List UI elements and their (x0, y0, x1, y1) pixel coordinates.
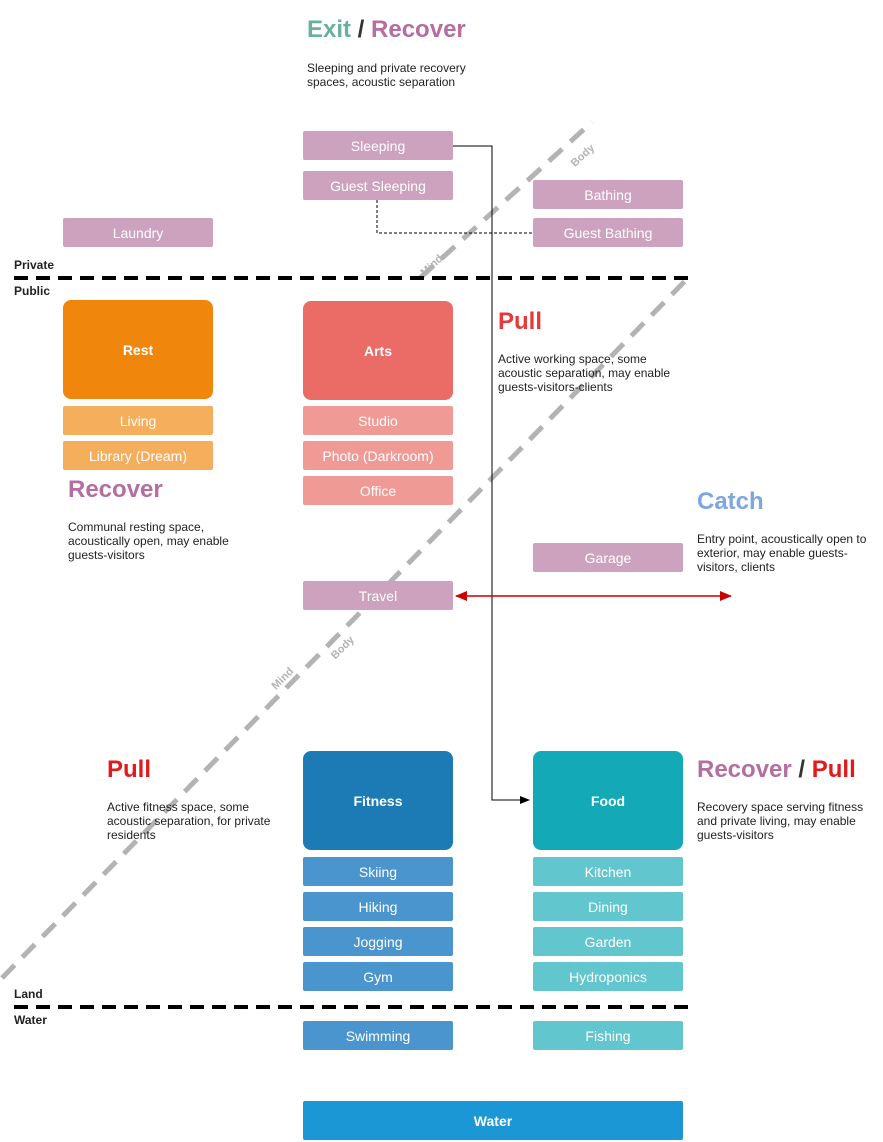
kitchen-box: Kitchen (533, 857, 683, 886)
sleeping-to-food-connector (453, 145, 530, 804)
pull-arts-heading: Pull (498, 308, 543, 335)
recover-pull-heading: Recover / Pull (697, 756, 856, 784)
zone-label-land: Land (14, 987, 43, 1001)
jogging-box: Jogging (303, 927, 453, 956)
gym-box: Gym (303, 962, 453, 991)
recover-pull-recover-text: Recover (697, 756, 792, 783)
hydroponics-box: Hydroponics (533, 962, 683, 991)
rest-box: Rest (63, 300, 213, 399)
office-box: Office (303, 476, 453, 505)
exit-text: Exit (307, 16, 352, 43)
fishing-box: Fishing (533, 1021, 683, 1050)
skiing-box: Skiing (303, 857, 453, 886)
zone-label-public: Public (14, 284, 51, 298)
library-box: Library (Dream) (63, 441, 213, 470)
recover-rest-heading: Recover (68, 476, 163, 503)
fitness-box: Fitness (303, 751, 453, 850)
exit-recover-separator: / (351, 16, 372, 43)
travel-box: Travel (303, 581, 453, 610)
laundry-box: Laundry (63, 218, 213, 247)
hiking-box: Hiking (303, 892, 453, 921)
exit-recover-heading: Exit / Recover (307, 16, 466, 44)
recover-text: Recover (371, 16, 466, 43)
exit-recover-description: Sleeping and private recovery spaces, ac… (307, 61, 466, 89)
recover-pull-description: Recovery space serving fitness and priva… (697, 800, 864, 842)
dining-box: Dining (533, 892, 683, 921)
upper-body-label: Body (569, 142, 598, 170)
water-box: Water (303, 1101, 683, 1140)
lower-diagonal-line (0, 278, 688, 980)
photo-box: Photo (Darkroom) (303, 441, 453, 470)
recover-rest-description: Communal resting space, acoustically ope… (68, 520, 229, 562)
pull-fitness-heading: Pull (107, 756, 152, 783)
upper-diagonal-line (418, 120, 594, 280)
studio-box: Studio (303, 406, 453, 435)
garage-box: Garage (533, 543, 683, 572)
bathing-box: Bathing (533, 180, 683, 209)
swimming-box: Swimming (303, 1021, 453, 1050)
recover-pull-separator: / (791, 756, 812, 783)
recover-pull-pull-text: Pull (811, 756, 856, 783)
garden-box: Garden (533, 927, 683, 956)
catch-heading: Catch (697, 488, 764, 515)
zone-label-private: Private (14, 258, 55, 272)
zone-label-water: Water (14, 1013, 47, 1027)
food-box: Food (533, 751, 683, 850)
guest-sleeping-box: Guest Sleeping (303, 171, 453, 200)
arts-box: Arts (303, 301, 453, 400)
catch-description: Entry point, acoustically open to exteri… (697, 532, 867, 574)
guest-bathing-box: Guest Bathing (533, 218, 683, 247)
pull-arts-description: Active working space, some acoustic sepa… (498, 352, 671, 394)
pull-fitness-description: Active fitness space, some acoustic sepa… (107, 800, 271, 842)
sleeping-box: Sleeping (303, 131, 453, 160)
guest-connector (376, 200, 533, 234)
living-box: Living (63, 406, 213, 435)
